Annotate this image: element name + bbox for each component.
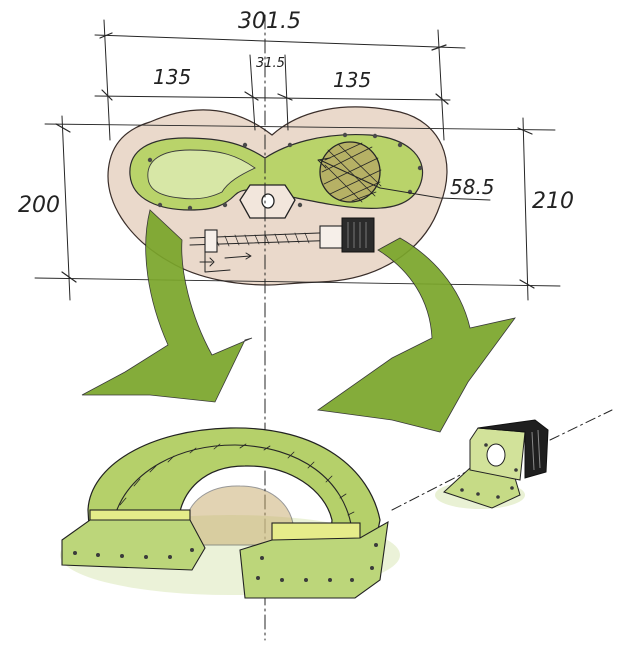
plan-view [107, 106, 448, 286]
lead-screw [189, 217, 375, 253]
dimension-lines [34, 19, 561, 301]
bracket-block [477, 419, 549, 479]
bracket-part [391, 409, 613, 511]
bolt-holes-top [147, 132, 423, 211]
dimension-labels: 301.5 135 31.5 135 200 210 58.5 [18, 9, 574, 218]
dim-left-width: 135 [153, 65, 191, 89]
dim-right-width: 135 [333, 68, 371, 92]
dim-circle-diameter: 58.5 [450, 175, 495, 199]
left-green-arrow [81, 209, 253, 403]
dim-overall-width: 301.5 [238, 9, 301, 34]
hex-nut [239, 184, 296, 219]
housing-3d [60, 427, 400, 599]
motion-arrow [199, 249, 252, 273]
dim-left-height: 200 [18, 193, 60, 218]
hatched-circle [319, 141, 382, 203]
flange-holes [73, 543, 378, 582]
bracket-holes [460, 443, 518, 499]
transition-arrows [81, 209, 516, 433]
flange-left [61, 519, 206, 571]
dim-right-height: 210 [532, 189, 574, 214]
right-green-arrow [316, 237, 516, 433]
bracket-plate [443, 467, 521, 509]
inner-chamber-highlight [147, 149, 256, 200]
dim-center-gap: 31.5 [256, 56, 285, 71]
